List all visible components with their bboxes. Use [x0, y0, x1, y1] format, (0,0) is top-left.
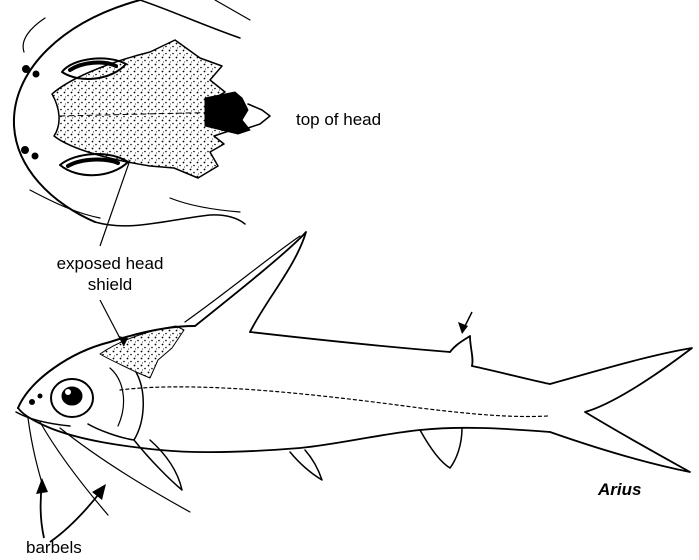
- nostril-upper: [23, 66, 40, 78]
- pelvic-fin: [290, 450, 322, 480]
- nostril-lower: [22, 147, 39, 160]
- nostril-lateral-2: [38, 394, 42, 398]
- body-ventral-outline: [18, 408, 550, 452]
- label-exposed-head-line2: shield: [30, 275, 190, 295]
- gill-cover: [88, 372, 143, 440]
- eye-lateral: [51, 379, 93, 417]
- caudal-fin: [550, 348, 692, 472]
- adipose-fin: [450, 336, 473, 366]
- top-of-head-illustration: [14, 0, 270, 226]
- barbel-upper-dorsal: [23, 18, 45, 52]
- nostril-lateral-1: [30, 400, 35, 405]
- anal-fin: [420, 428, 462, 468]
- label-genus: Arius: [598, 480, 641, 500]
- dorsal-fin: [195, 232, 306, 332]
- body-back: [250, 332, 450, 352]
- label-exposed-head-line1: exposed head: [30, 254, 190, 274]
- fin-edge-lower: [170, 198, 240, 212]
- lateral-line: [120, 387, 548, 417]
- barbel-lower-dorsal: [30, 190, 100, 218]
- barbel-3: [60, 428, 190, 512]
- label-top-of-head: top of head: [296, 110, 381, 130]
- adipose-fin-arrow: [458, 312, 472, 334]
- head-side-lower: [95, 215, 245, 226]
- caudal-peduncle-upper: [472, 366, 550, 384]
- gill-cover-inner: [110, 368, 124, 426]
- fin-edge-upper: [215, 0, 250, 20]
- head-shield-process: [205, 92, 250, 134]
- barbels-arrow-left: [36, 478, 48, 538]
- leader-shield-top: [100, 160, 130, 246]
- barbels-arrow-right: [50, 484, 106, 542]
- dorsal-spine-base: [248, 104, 270, 128]
- label-barbels: barbels: [26, 538, 82, 558]
